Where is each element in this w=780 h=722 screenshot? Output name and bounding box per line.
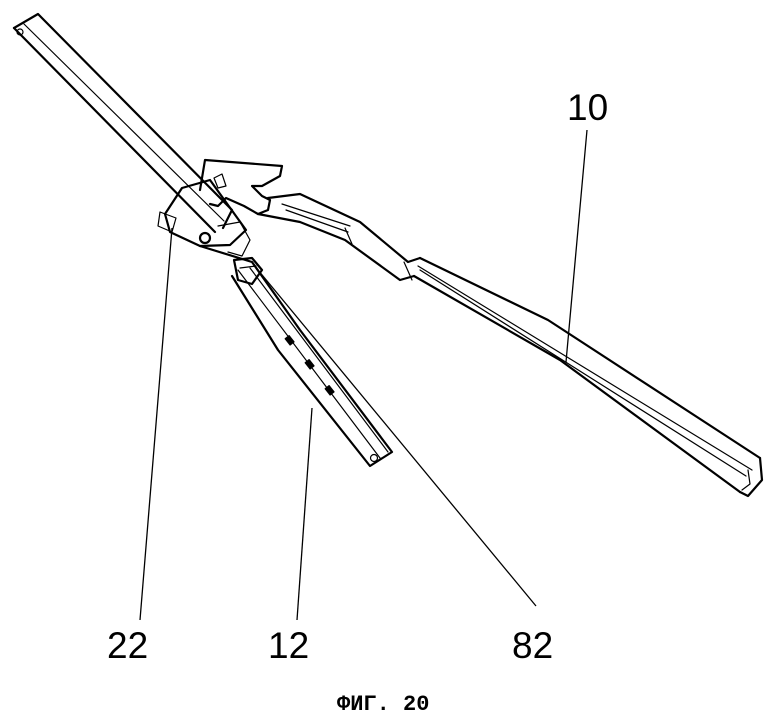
leader-82 xyxy=(257,269,537,607)
right-handle xyxy=(198,158,764,498)
leader-10 xyxy=(565,129,588,363)
leader-12 xyxy=(296,407,313,621)
leader-22 xyxy=(139,227,173,621)
label-22: 22 xyxy=(107,625,148,666)
lower-arm xyxy=(198,244,394,468)
label-10: 10 xyxy=(567,87,608,128)
label-82: 82 xyxy=(512,625,553,666)
label-12: 12 xyxy=(268,625,309,666)
figure-caption: ФИГ. 20 xyxy=(337,692,429,717)
upper-handle xyxy=(12,12,251,257)
